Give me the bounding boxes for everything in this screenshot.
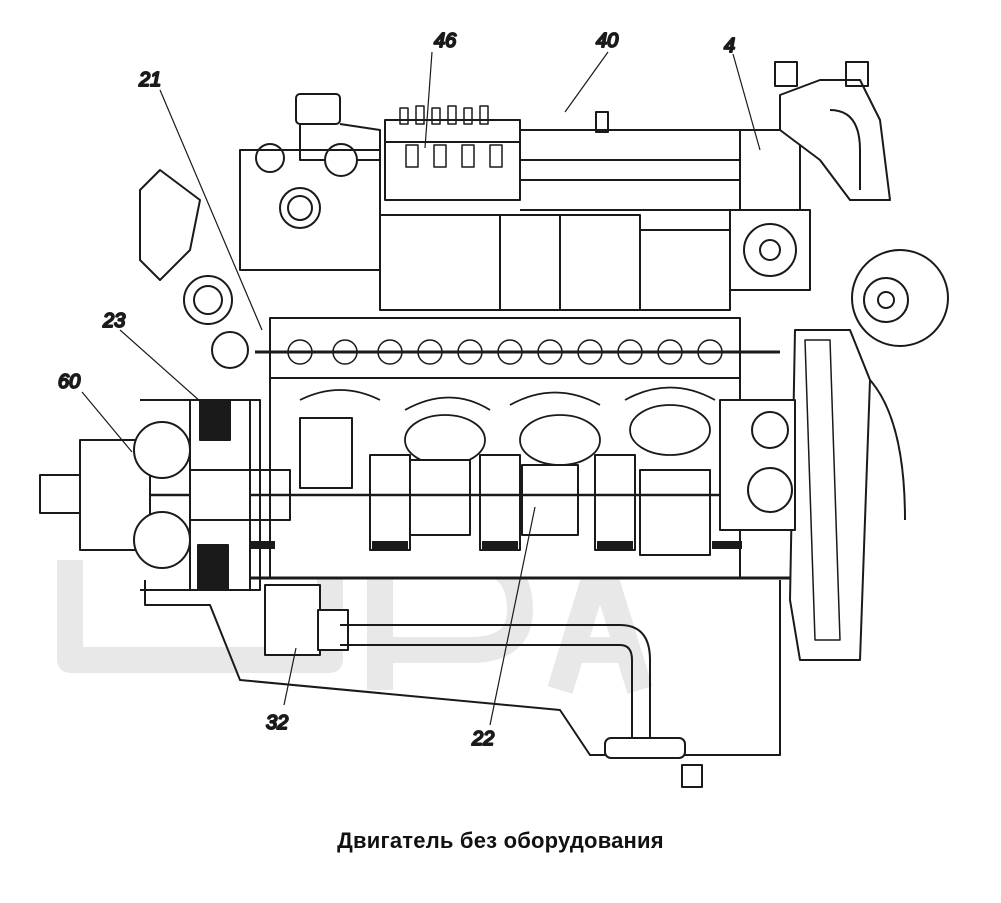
callout-32: 32: [266, 712, 288, 734]
callout-60: 60: [58, 371, 80, 393]
callout-21: 21: [138, 69, 161, 91]
flywheel-housing: [719, 329, 906, 661]
leader-lines: [81, 51, 761, 726]
oil-system: [144, 580, 781, 788]
callout-23: 23: [102, 310, 125, 332]
callouts: 46 40 4 21 23 60 32 22: [57, 29, 736, 751]
engine-block: [50, 317, 820, 580]
callout-40: 40: [596, 30, 618, 52]
upper-assembly: [139, 61, 949, 369]
front-pulley-assembly: [39, 399, 291, 591]
callout-22: 22: [471, 728, 494, 750]
callout-46: 46: [434, 30, 457, 52]
callout-4: 4: [724, 35, 735, 57]
diagram-caption: Двигатель без оборудования: [337, 828, 664, 853]
